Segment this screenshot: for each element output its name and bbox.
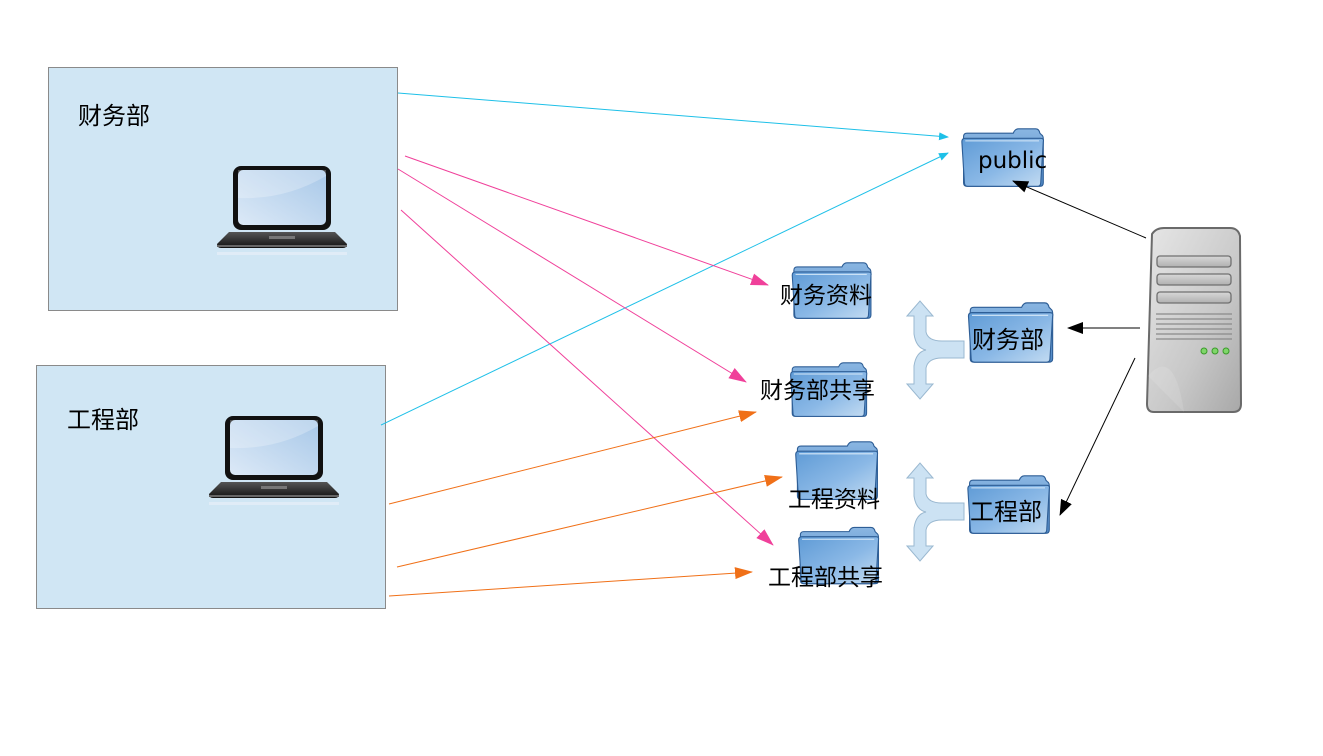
folder-public[interactable]: public xyxy=(978,148,1048,174)
arrow-server-to-public xyxy=(1012,180,1147,239)
finance-department-box: 财务部 xyxy=(48,67,398,311)
arrow-engineering-to-public xyxy=(380,152,949,426)
folder-finance-data[interactable]: 财务资料 xyxy=(780,283,872,309)
arrow-finance-to-engineering-share xyxy=(400,209,774,546)
arrow-engineering-to-engineering-share xyxy=(388,567,753,597)
folder-engineering-dept[interactable]: 工程部 xyxy=(970,498,1042,526)
engineering-department-label: 工程部 xyxy=(67,406,139,434)
arrow-finance-to-finance-data xyxy=(404,155,769,286)
arrow-finance-to-public xyxy=(397,92,949,141)
folder-engineering-share[interactable]: 工程部共享 xyxy=(768,565,883,591)
server-icon xyxy=(1145,227,1243,413)
arrow-engineering-to-finance-share xyxy=(388,410,757,505)
folder-finance-share[interactable]: 财务部共享 xyxy=(760,378,875,404)
engineering-department-box: 工程部 xyxy=(36,365,386,609)
arrow-server-to-engineering-dept xyxy=(1059,357,1136,516)
folder-engineering-data[interactable]: 工程资料 xyxy=(788,487,880,513)
finance-department-label: 财务部 xyxy=(78,102,150,130)
arrow-engineering-to-engineering-data xyxy=(396,475,783,568)
folder-finance-dept[interactable]: 财务部 xyxy=(972,326,1044,354)
arrow-finance-to-finance-share xyxy=(397,168,747,383)
